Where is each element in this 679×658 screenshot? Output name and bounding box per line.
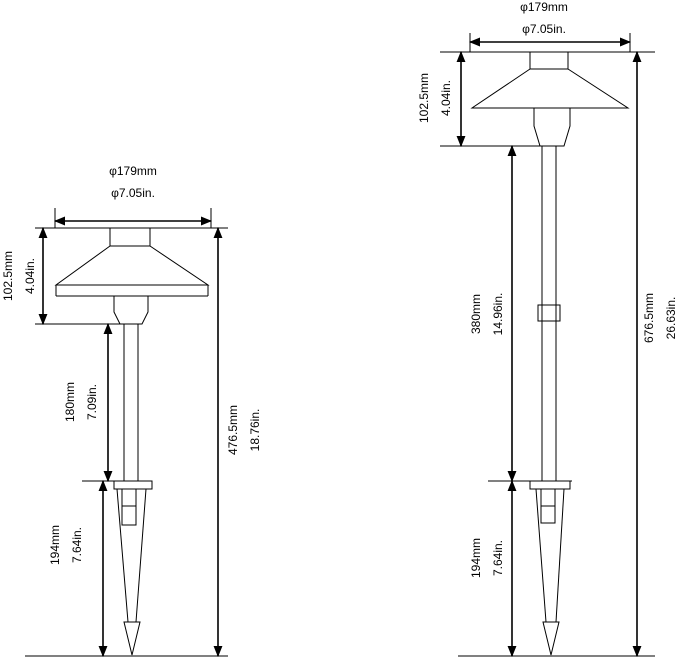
- left-head-in: 4.04in.: [23, 258, 37, 294]
- left-stake-mm: 194mm: [48, 525, 62, 565]
- right-width-in: φ7.05in.: [522, 22, 566, 36]
- right-stem-mm: 380mm: [469, 294, 483, 334]
- right-width-mm: φ179mm: [520, 0, 568, 14]
- right-total-mm: 676.5mm: [642, 293, 656, 343]
- right-head-in: 4.04in.: [439, 80, 453, 116]
- left-lamp-head: [54, 227, 228, 325]
- right-stem: [537, 146, 561, 481]
- right-fixture: φ179mm φ7.05in. 102.5mm 4.04in. 380mm 14…: [417, 0, 678, 658]
- left-stem: [123, 324, 139, 481]
- left-stem-mm: 180mm: [63, 382, 77, 422]
- left-stem-in: 7.09in.: [85, 384, 99, 420]
- left-ground-stake: [113, 480, 153, 656]
- right-stake-mm: 194mm: [469, 538, 483, 578]
- left-stake-in: 7.64in.: [70, 527, 84, 563]
- left-total-mm: 476.5mm: [226, 405, 240, 455]
- right-ground-stake: [529, 480, 571, 656]
- left-total-in: 18.76in.: [248, 409, 262, 452]
- left-head-mm: 102.5mm: [1, 251, 15, 301]
- left-width-in: φ7.05in.: [111, 186, 155, 200]
- right-stem-in: 14.96in.: [491, 293, 505, 336]
- right-lamp-head: [470, 51, 630, 147]
- left-width-mm: φ179mm: [109, 164, 157, 178]
- right-stake-in: 7.64in.: [491, 540, 505, 576]
- right-head-mm: 102.5mm: [417, 73, 431, 123]
- left-fixture: φ179mm φ7.05in. 102.5mm 4.04in. 180mm 7.…: [1, 164, 262, 658]
- right-total-in: 26.63in.: [664, 297, 678, 340]
